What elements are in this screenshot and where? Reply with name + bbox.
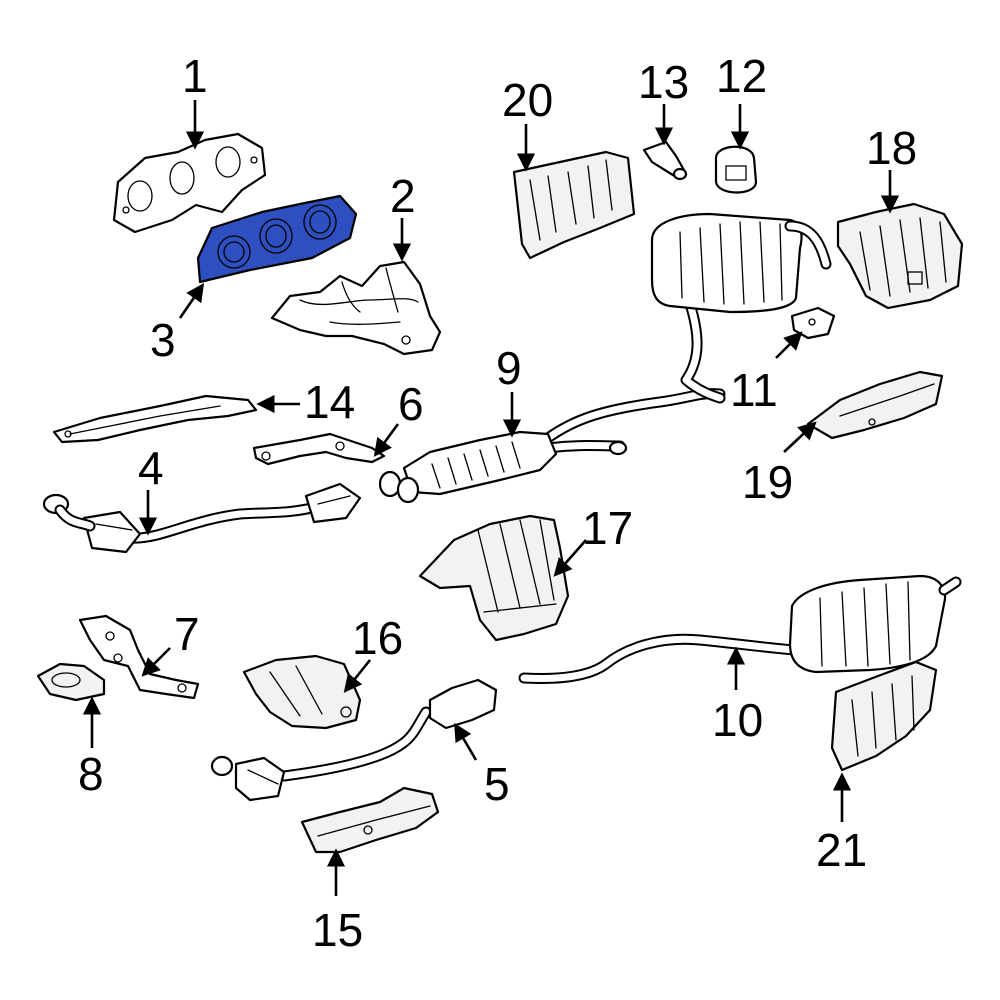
part-14-heat-shield[interactable]: [52, 394, 258, 444]
callout-4: 4: [138, 442, 164, 494]
callout-1: 1: [182, 50, 208, 102]
part-6-bracket[interactable]: [252, 432, 386, 466]
leader-11: [775, 331, 803, 359]
callout-3: 3: [150, 314, 176, 366]
part-16-heat-shield[interactable]: [242, 654, 362, 730]
part-10-rear-muffler-pipe[interactable]: [518, 574, 962, 684]
part-rear-muffler-upper[interactable]: [650, 212, 832, 404]
callout-20: 20: [502, 74, 553, 126]
part-18-heat-shield[interactable]: [836, 202, 964, 310]
callout-9: 9: [496, 342, 522, 394]
callout-14: 14: [304, 376, 355, 428]
callout-2: 2: [390, 170, 416, 222]
part-3-manifold-gasket-highlighted[interactable]: [196, 194, 358, 284]
callout-17: 17: [582, 502, 633, 554]
leader-19: [783, 421, 817, 453]
leader-6: [373, 423, 400, 457]
callout-labels: 1 2 3 4 5 6 7 8 9 10 11 12 13 14 15 16 1…: [78, 50, 917, 956]
part-17-heat-shield[interactable]: [418, 514, 570, 642]
part-13-hanger[interactable]: [642, 140, 688, 181]
callout-18: 18: [866, 122, 917, 174]
part-9-resonator[interactable]: [378, 388, 726, 504]
callout-11: 11: [730, 364, 778, 416]
leader-lines: [82, 100, 900, 896]
leader-17: [553, 539, 587, 577]
leader-3: [178, 283, 205, 319]
callout-21: 21: [816, 824, 867, 876]
callout-6: 6: [398, 378, 424, 430]
part-15-heat-shield[interactable]: [300, 786, 440, 854]
callout-7: 7: [174, 608, 200, 660]
leader-16: [343, 659, 372, 693]
callout-8: 8: [78, 748, 104, 800]
callout-13: 13: [638, 56, 689, 108]
part-4-front-pipe-converter[interactable]: [42, 482, 362, 554]
callout-5: 5: [484, 758, 510, 810]
part-7-bracket[interactable]: [78, 614, 200, 700]
callout-19: 19: [742, 456, 793, 508]
callout-10: 10: [712, 694, 763, 746]
part-1-manifold-gasket[interactable]: [112, 132, 267, 234]
leader-5: [454, 722, 478, 761]
part-2-exhaust-manifold[interactable]: [270, 260, 442, 356]
part-5-pipe-converter[interactable]: [210, 678, 498, 802]
part-21-heat-shield[interactable]: [830, 660, 938, 772]
part-20-heat-shield[interactable]: [512, 150, 636, 260]
callout-16: 16: [352, 612, 403, 664]
part-12-isolator[interactable]: [714, 145, 758, 194]
leader-7: [141, 647, 171, 677]
part-19-heat-shield[interactable]: [806, 370, 944, 440]
callout-12: 12: [716, 50, 767, 102]
part-8-gasket[interactable]: [36, 662, 106, 702]
part-11-hanger-bracket[interactable]: [790, 306, 836, 340]
callout-15: 15: [312, 904, 363, 956]
